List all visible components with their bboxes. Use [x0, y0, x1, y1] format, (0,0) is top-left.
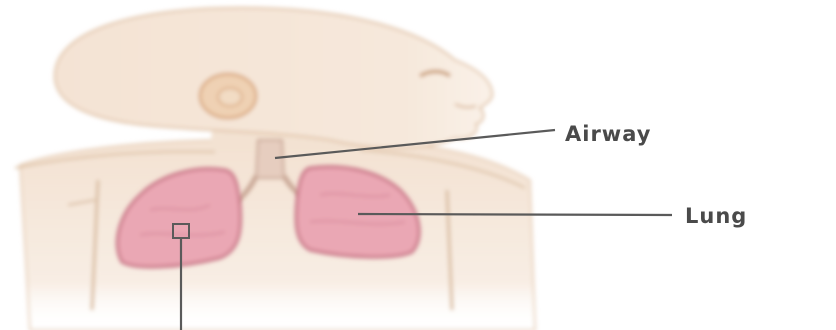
lung-leader-line: [358, 214, 672, 215]
lung-label: Lung: [685, 204, 747, 228]
airway-label: Airway: [565, 122, 651, 146]
head: [55, 8, 492, 148]
